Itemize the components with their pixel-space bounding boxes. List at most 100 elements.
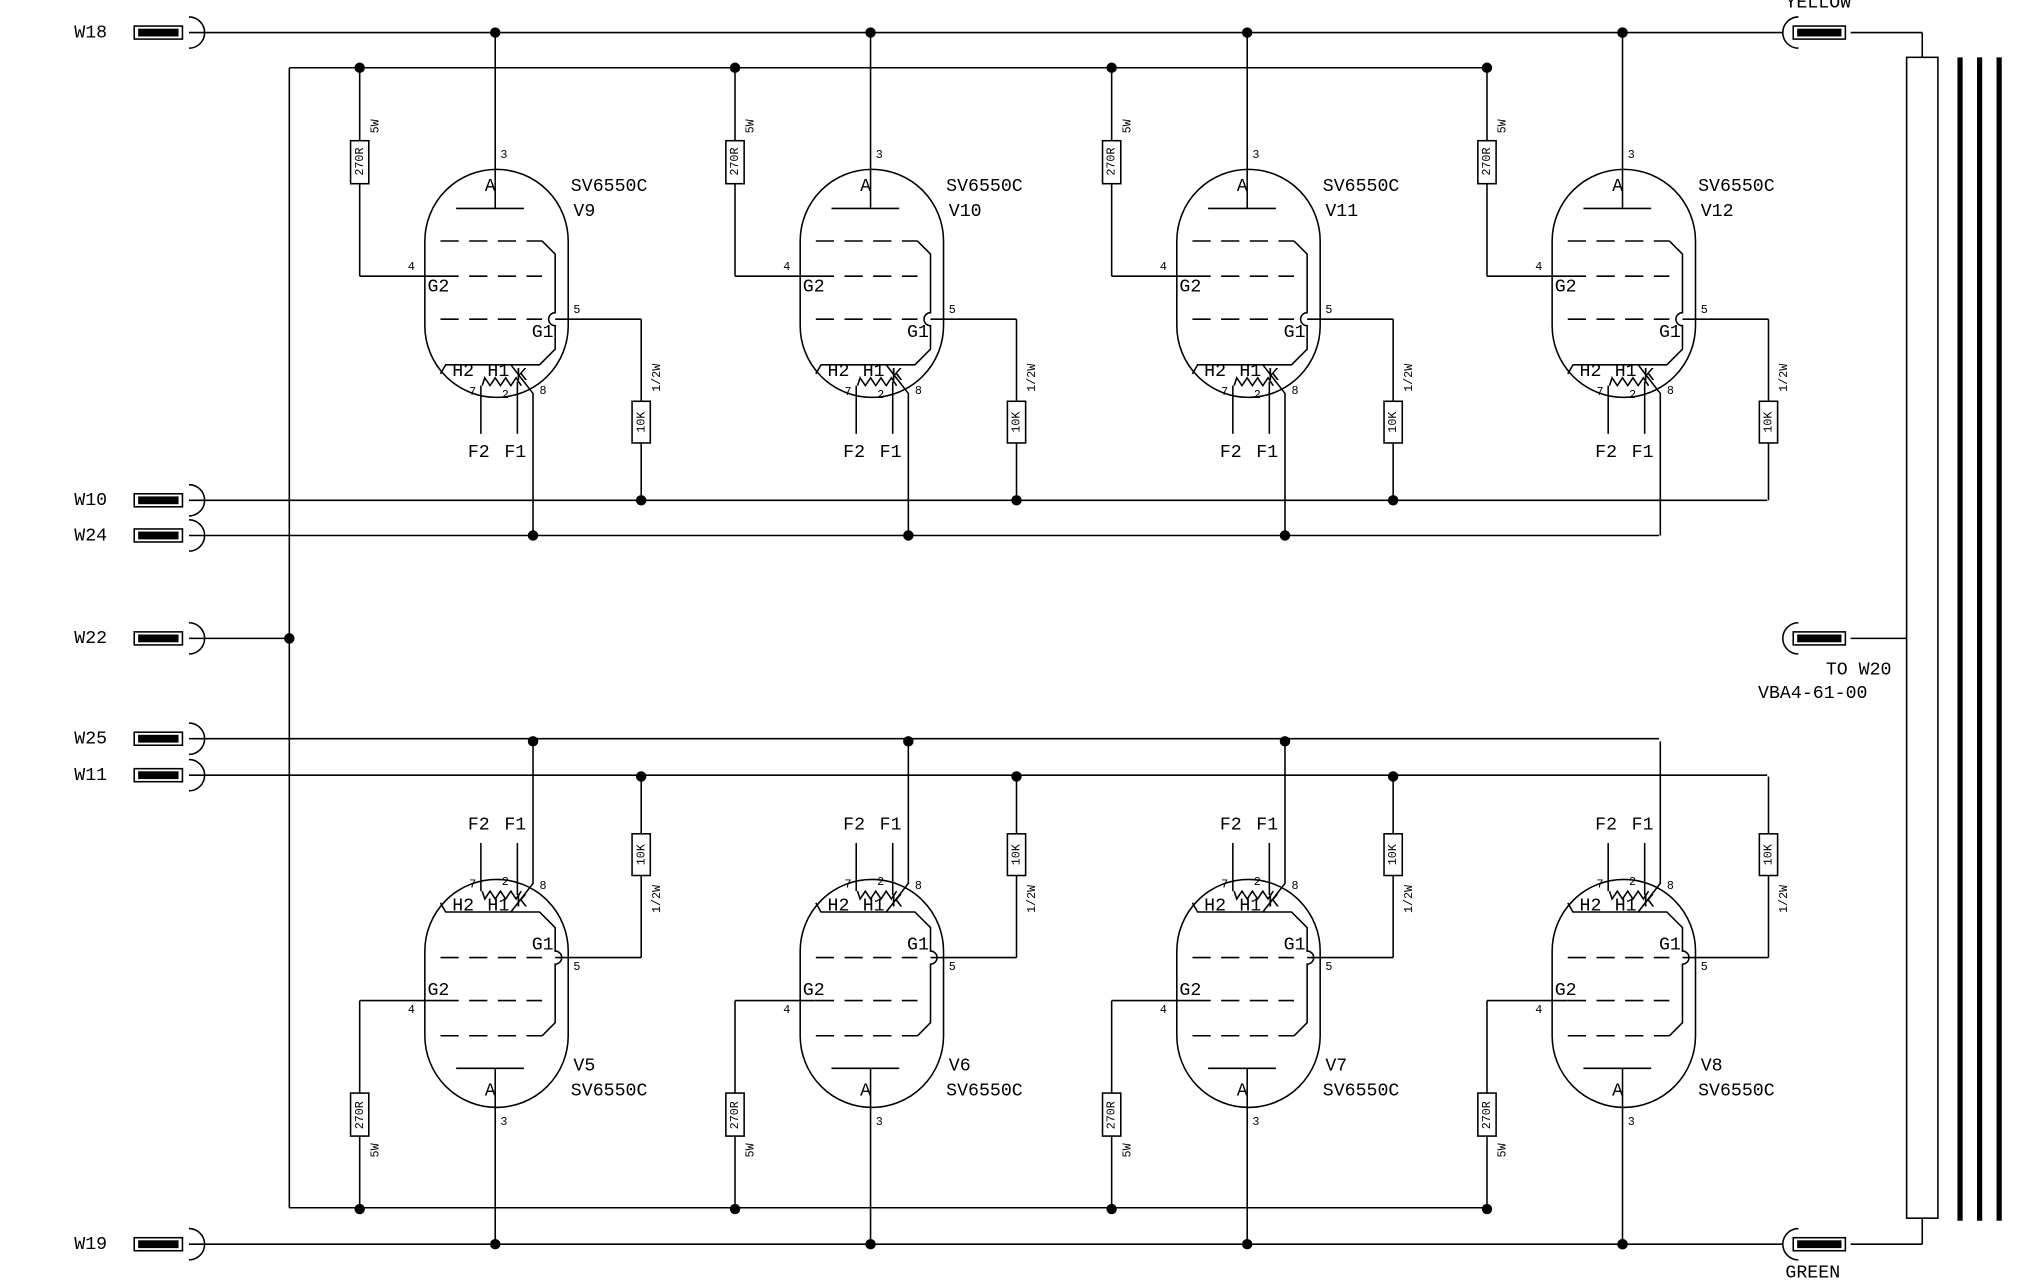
grid-resistor-value: 10K bbox=[1386, 843, 1400, 865]
cathode-pin-number: 8 bbox=[1291, 384, 1298, 398]
screen-resistor-value: 270R bbox=[1480, 1101, 1494, 1129]
f1-label: F1 bbox=[1632, 443, 1654, 463]
connector-label-0: W18 bbox=[74, 23, 107, 43]
w20-connector-pin bbox=[1797, 634, 1842, 643]
connector-pin bbox=[138, 634, 179, 643]
h1-label: H1 bbox=[487, 896, 509, 916]
f2-label: F2 bbox=[1595, 443, 1617, 463]
cathode-wire bbox=[1637, 741, 1662, 913]
tube-type-label: SV6550C bbox=[1323, 1081, 1400, 1101]
w20-connector-socket bbox=[1782, 621, 1799, 655]
heater-filament bbox=[1608, 376, 1650, 388]
g2-label: G2 bbox=[1555, 277, 1577, 297]
h2-label: H2 bbox=[828, 362, 850, 382]
grid-resistor-value: 10K bbox=[634, 411, 648, 433]
g1-label: G1 bbox=[532, 935, 554, 955]
g2-label: G2 bbox=[803, 277, 825, 297]
tube-ref-label: V7 bbox=[1325, 1057, 1347, 1077]
screen-resistor-power: 5W bbox=[1120, 1142, 1134, 1157]
junction-dot bbox=[490, 1239, 501, 1250]
cathode-label: K bbox=[891, 366, 902, 386]
cathode-pin-number: 8 bbox=[540, 384, 547, 398]
green-connector-socket bbox=[1782, 1227, 1799, 1261]
suppressor-cathode-link bbox=[439, 902, 563, 1037]
grid-resistor-value: 10K bbox=[634, 843, 648, 865]
h2-pin-number: 7 bbox=[469, 878, 476, 892]
tube-envelope bbox=[799, 878, 945, 1109]
f1-label: F1 bbox=[504, 816, 526, 836]
cathode-pin-number: 8 bbox=[915, 384, 922, 398]
g2-pin-number: 4 bbox=[783, 1003, 790, 1017]
g1-pin-number: 5 bbox=[1701, 960, 1708, 974]
heater-filament bbox=[1608, 889, 1650, 901]
tube-envelope bbox=[799, 168, 945, 399]
to-w20-label: TO W20 bbox=[1826, 660, 1892, 680]
anode-label: A bbox=[860, 177, 871, 197]
h1-label: H1 bbox=[1615, 362, 1637, 382]
heater-filament bbox=[1233, 889, 1274, 901]
junction-dot bbox=[903, 530, 914, 541]
h1-pin-number: 2 bbox=[877, 388, 884, 402]
connector-pin bbox=[138, 531, 179, 540]
f2-label: F2 bbox=[843, 443, 865, 463]
cathode-wire bbox=[1262, 364, 1286, 536]
anode-pin-number: 3 bbox=[1252, 1115, 1259, 1129]
f1-label: F1 bbox=[1256, 443, 1278, 463]
g1-pin-number: 5 bbox=[1325, 303, 1332, 317]
g2-label: G2 bbox=[1555, 981, 1577, 1001]
heater-filament bbox=[856, 376, 898, 388]
g2-label: G2 bbox=[427, 981, 449, 1001]
connector-label-6: W19 bbox=[74, 1235, 107, 1255]
anode-label: A bbox=[860, 1081, 871, 1101]
g2-pin-number: 4 bbox=[408, 1003, 415, 1017]
g1-label: G1 bbox=[1659, 323, 1681, 343]
f1-label: F1 bbox=[504, 443, 526, 463]
tube-type-label: SV6550C bbox=[1698, 1081, 1775, 1101]
cathode-pin-number: 8 bbox=[915, 879, 922, 893]
heater-filament bbox=[481, 376, 522, 388]
junction-dot bbox=[1279, 530, 1291, 541]
junction-dot bbox=[1617, 1239, 1628, 1250]
grid-resistor-power: 1/2W bbox=[1402, 884, 1416, 913]
suppressor-cathode-link bbox=[1191, 902, 1315, 1037]
heater-filament bbox=[1233, 376, 1274, 388]
connector-label-1: W10 bbox=[74, 491, 107, 511]
grid-resistor-value: 10K bbox=[1010, 843, 1024, 865]
f2-label: F2 bbox=[468, 443, 490, 463]
h1-pin-number: 2 bbox=[877, 875, 884, 889]
f1-label: F1 bbox=[1256, 816, 1278, 836]
heater-filament bbox=[481, 889, 522, 901]
connector-label-3: W22 bbox=[74, 629, 107, 649]
tube-ref-label: V11 bbox=[1325, 202, 1358, 222]
grid-resistor-value: 10K bbox=[1010, 411, 1024, 433]
g1-pin-number: 5 bbox=[1701, 303, 1708, 317]
g2-pin-number: 4 bbox=[783, 260, 790, 274]
tube-envelope bbox=[1551, 168, 1697, 399]
tube-envelope bbox=[424, 878, 569, 1109]
tube-ref-label: V10 bbox=[949, 202, 982, 222]
g1-label: G1 bbox=[1284, 323, 1306, 343]
junction-dot bbox=[1106, 62, 1117, 73]
junction-dot bbox=[1481, 1203, 1493, 1215]
screen-resistor-power: 5W bbox=[1120, 118, 1134, 133]
tube-ref-label: V9 bbox=[573, 202, 595, 222]
g2-label: G2 bbox=[1179, 277, 1201, 297]
screen-resistor-power: 5W bbox=[744, 118, 758, 133]
g2-label: G2 bbox=[1179, 981, 1201, 1001]
f2-label: F2 bbox=[1220, 443, 1242, 463]
screen-resistor-power: 5W bbox=[1496, 118, 1510, 133]
anode-label: A bbox=[485, 177, 496, 197]
f1-label: F1 bbox=[1632, 816, 1654, 836]
g1-pin-number: 5 bbox=[1325, 960, 1332, 974]
connector-label-5: W11 bbox=[74, 766, 107, 786]
yellow-connector-socket bbox=[1782, 16, 1799, 49]
cathode-pin-number: 8 bbox=[540, 879, 547, 893]
g1-label: G1 bbox=[1659, 935, 1681, 955]
anode-pin-number: 3 bbox=[1252, 148, 1259, 162]
connector-label-2: W24 bbox=[74, 526, 107, 546]
anode-label: A bbox=[1237, 177, 1248, 197]
screen-resistor-value: 270R bbox=[1480, 147, 1494, 175]
f2-label: F2 bbox=[468, 816, 490, 836]
junction-dot bbox=[903, 736, 914, 747]
